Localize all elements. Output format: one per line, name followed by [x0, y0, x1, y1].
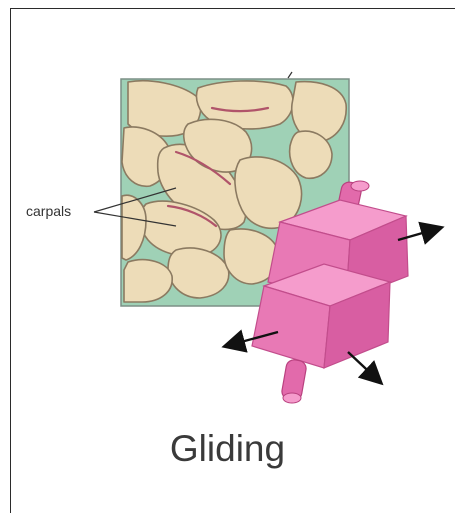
top-tick-mark — [288, 72, 292, 78]
top-rod-cap — [351, 181, 369, 191]
carpals-label: carpals — [26, 203, 71, 219]
bottom-rod-cap — [283, 393, 301, 403]
arrow-down-right-icon — [348, 352, 380, 382]
bone-bottom-left — [124, 260, 172, 302]
joint-type-title: Gliding — [0, 428, 455, 470]
